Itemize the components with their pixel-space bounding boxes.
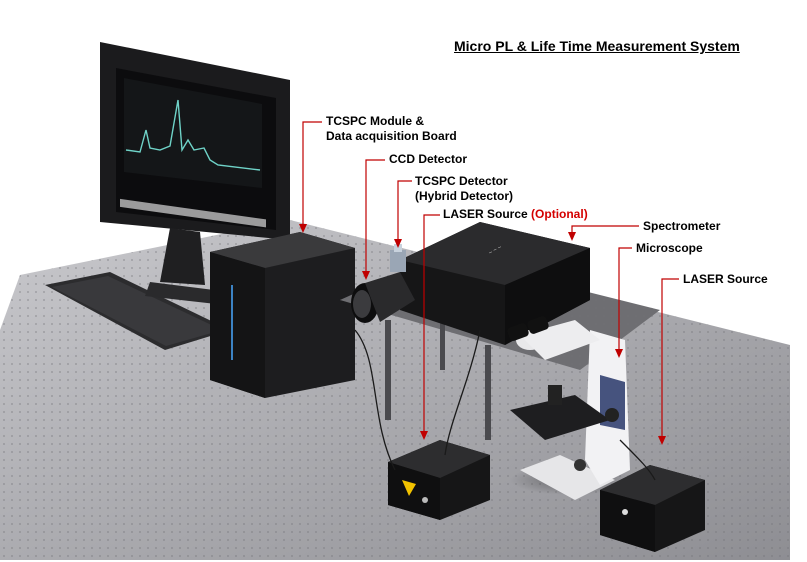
leader-laser-optional xyxy=(420,214,440,440)
label-laser-source-optional: LASER Source (Optional) xyxy=(443,207,588,222)
cables xyxy=(354,329,656,481)
label-optional-note: (Optional) xyxy=(531,207,588,221)
laser-source-optional-unit xyxy=(388,440,490,520)
leader-spectrometer xyxy=(568,225,639,241)
leader-microscope xyxy=(615,247,632,358)
microscope xyxy=(507,316,630,500)
leader-tcspc-module xyxy=(299,121,322,233)
leader-tcspc-detector xyxy=(394,180,412,248)
label-ccd-detector: CCD Detector xyxy=(389,152,468,166)
label-tcspc-module-line2: Data acquisition Board xyxy=(326,129,457,143)
keyboard xyxy=(45,272,230,350)
ccd-detector xyxy=(351,272,415,323)
laser-source-unit xyxy=(600,465,705,552)
label-laser-source-optional-text: LASER Source xyxy=(443,207,528,221)
label-laser-source: LASER Source xyxy=(683,272,768,286)
leader-lines xyxy=(299,121,679,445)
diagram-title: Micro PL & Life Time Measurement System xyxy=(454,38,740,54)
label-tcspc-detector-line1: TCSPC Detector xyxy=(415,174,508,188)
label-tcspc-module-line1: TCSPC Module & xyxy=(326,114,424,128)
label-tcspc-module: TCSPC Module & Data acquisition Board xyxy=(326,114,457,144)
label-microscope: Microscope xyxy=(636,241,703,255)
pc-tower xyxy=(210,232,355,398)
label-tcspc-detector-line2: (Hybrid Detector) xyxy=(415,189,514,203)
label-tcspc-detector: TCSPC Detector (Hybrid Detector) xyxy=(415,174,513,204)
leader-ccd-detector xyxy=(362,159,385,280)
label-spectrometer: Spectrometer xyxy=(643,219,721,233)
spectrometer: ~ ~ ~ xyxy=(400,222,590,345)
screen-graph xyxy=(125,99,261,171)
leader-laser-source xyxy=(658,278,679,445)
monitor xyxy=(100,42,290,305)
